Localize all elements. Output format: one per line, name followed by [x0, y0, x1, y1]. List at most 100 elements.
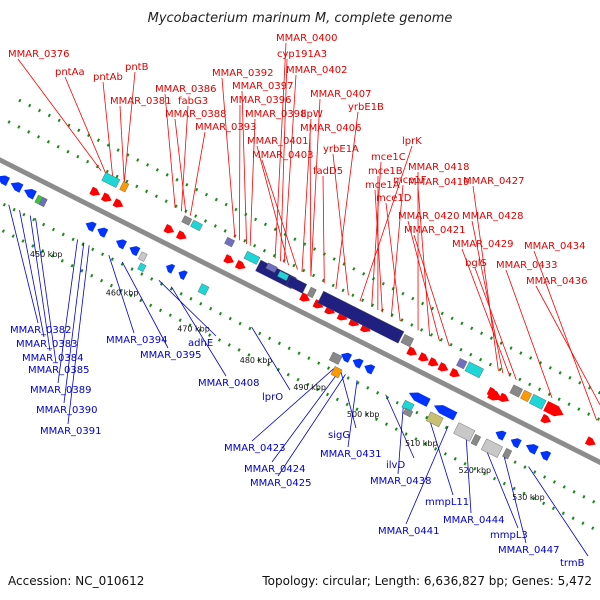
forward-gene-label[interactable]: mce1D: [376, 193, 412, 204]
forward-leader-line: [256, 145, 289, 266]
forward-gene-label[interactable]: MMAR_0427: [463, 176, 525, 187]
forward-gene-label[interactable]: MMAR_0381: [110, 96, 172, 107]
forward-gene-label[interactable]: pntAa: [55, 67, 85, 78]
reverse-gene-label[interactable]: MMAR_0391: [40, 426, 102, 437]
forward-gene-arrow: [427, 357, 439, 367]
forward-gene-box: [265, 262, 278, 273]
reverse-gene-label[interactable]: MMAR_0389: [30, 385, 92, 396]
forward-leader-line: [241, 90, 247, 244]
reverse-gene-arrow: [364, 364, 376, 375]
forward-gene-label[interactable]: MMAR_0418: [408, 162, 470, 173]
forward-gene-label[interactable]: yrbE1B: [348, 102, 384, 113]
reverse-gene-label[interactable]: mmpL3: [490, 530, 528, 541]
reverse-gene-label[interactable]: MMAR_0438: [370, 476, 432, 487]
forward-gene-label[interactable]: MMAR_0419: [408, 177, 470, 188]
reverse-gene-label[interactable]: MMAR_0424: [244, 464, 306, 475]
forward-gene-label[interactable]: MMAR_0396: [230, 95, 292, 106]
forward-gene-label[interactable]: MMAR_0434: [524, 241, 586, 252]
tick-label: 480 kbp: [240, 356, 273, 365]
reverse-gene-label[interactable]: MMAR_0408: [198, 378, 260, 389]
forward-gene-label[interactable]: MMAR_0407: [310, 89, 372, 100]
forward-gene-label[interactable]: lprK: [402, 136, 422, 147]
forward-gene-label[interactable]: fabG3: [178, 96, 208, 107]
reverse-gene-label[interactable]: mmpL11: [425, 497, 469, 508]
forward-gene-label[interactable]: MMAR_0402: [286, 65, 348, 76]
reverse-gene-label[interactable]: MMAR_0441: [378, 526, 440, 537]
reverse-gene-label[interactable]: ilvD: [386, 460, 405, 471]
forward-gene-label[interactable]: MMAR_0421: [404, 225, 466, 236]
reverse-gene-label[interactable]: MMAR_0431: [320, 449, 382, 460]
reverse-gene-label[interactable]: MMAR_0383: [16, 339, 78, 350]
reverse-gene-label[interactable]: MMAR_0382: [10, 325, 72, 336]
forward-gene-label[interactable]: MMAR_0398: [245, 109, 307, 120]
tracks: [0, 98, 600, 532]
reverse-gene-label[interactable]: lprO: [262, 392, 283, 403]
forward-gene-label[interactable]: MMAR_0376: [8, 49, 70, 60]
reverse-gene-label[interactable]: MMAR_0385: [28, 365, 90, 376]
reverse-leader-line: [158, 280, 217, 337]
reverse-gene-label[interactable]: MMAR_0423: [224, 443, 286, 454]
forward-gene-label[interactable]: pntB: [125, 62, 149, 73]
forward-gene-label[interactable]: pntAb: [93, 72, 123, 83]
forward-gene-label[interactable]: MMAR_0403: [252, 150, 314, 161]
forward-leader-line: [17, 58, 102, 171]
forward-gene-label[interactable]: MMAR_0401: [247, 136, 309, 147]
forward-gene-label[interactable]: cyp191A3: [277, 49, 327, 60]
reverse-leader-line: [405, 425, 449, 525]
reverse-gene-label[interactable]: adhE: [188, 338, 213, 349]
forward-gene-label[interactable]: MMAR_0433: [496, 260, 558, 271]
forward-leader-line: [189, 131, 206, 216]
forward-gene-label[interactable]: MMAR_0393: [195, 122, 257, 133]
reverse-leader-line: [271, 371, 340, 463]
reverse-leader-line: [251, 368, 335, 442]
forward-gene-label[interactable]: MMAR_0400: [276, 33, 338, 44]
reverse-gene-label[interactable]: sigG: [328, 430, 350, 441]
forward-gene-label[interactable]: yrbE1A: [323, 144, 359, 155]
forward-gene-label[interactable]: MMAR_0429: [452, 239, 514, 250]
forward-gene-label[interactable]: MMAR_0406: [300, 123, 362, 134]
forward-gene-label[interactable]: mce1B: [368, 166, 403, 177]
forward-gene-label[interactable]: MMAR_0386: [155, 84, 217, 95]
forward-gene-label[interactable]: fadD5: [313, 166, 343, 177]
reverse-gene-label[interactable]: MMAR_0394: [106, 335, 168, 346]
reverse-gene-label[interactable]: MMAR_0425: [250, 478, 312, 489]
forward-gene-arrow: [449, 368, 460, 378]
forward-gene-label[interactable]: mce1C: [371, 152, 406, 163]
reverse-gene-box: [470, 434, 482, 447]
reverse-gene-label[interactable]: MMAR_0395: [140, 350, 202, 361]
forward-gene-label[interactable]: MMAR_0392: [212, 68, 274, 79]
reverse-gene-label[interactable]: trmB: [560, 558, 585, 569]
reverse-leader-line: [19, 210, 45, 338]
reverse-gene-label[interactable]: MMAR_0447: [498, 545, 560, 556]
reverse-gene-label[interactable]: MMAR_0390: [36, 405, 98, 416]
forward-leader-line: [385, 202, 401, 322]
topology-text: Topology: circular; Length: 6,636,827 bp…: [261, 574, 592, 588]
forward-gene-label[interactable]: mce1F: [393, 175, 427, 186]
reverse-leader-line: [8, 204, 39, 324]
forward-leader-line: [239, 104, 241, 241]
forward-gene-label[interactable]: MMAR_0436: [526, 276, 588, 287]
reverse-gene-arrow: [129, 246, 141, 257]
forward-gene-label[interactable]: MMAR_0397: [232, 81, 294, 92]
forward-leader-line: [249, 118, 256, 246]
reverse-gene-arrow: [495, 430, 507, 441]
reverse-gene-arrow: [85, 221, 97, 232]
forward-leader-line: [181, 105, 189, 212]
forward-gene-label[interactable]: MMAR_0428: [462, 211, 524, 222]
reverse-gene-label[interactable]: MMAR_0384: [22, 353, 84, 364]
reverse-gene-label[interactable]: MMAR_0444: [443, 515, 505, 526]
forward-gene-label[interactable]: bglS: [465, 258, 487, 269]
reverse-gene-arrow: [433, 405, 458, 421]
reverse-gene-arrow: [10, 182, 24, 193]
forward-gene-label[interactable]: mce1A: [365, 180, 400, 191]
forward-gene-arrow: [417, 352, 429, 362]
forward-gene-box: [509, 384, 524, 398]
forward-gene-label[interactable]: MMAR_0388: [165, 109, 227, 120]
reverse-gene-box: [402, 407, 414, 418]
forward-gene-label[interactable]: lipW: [301, 109, 323, 120]
forward-gene-label[interactable]: MMAR_0420: [398, 211, 460, 222]
reverse-gene-arrow: [352, 358, 364, 369]
